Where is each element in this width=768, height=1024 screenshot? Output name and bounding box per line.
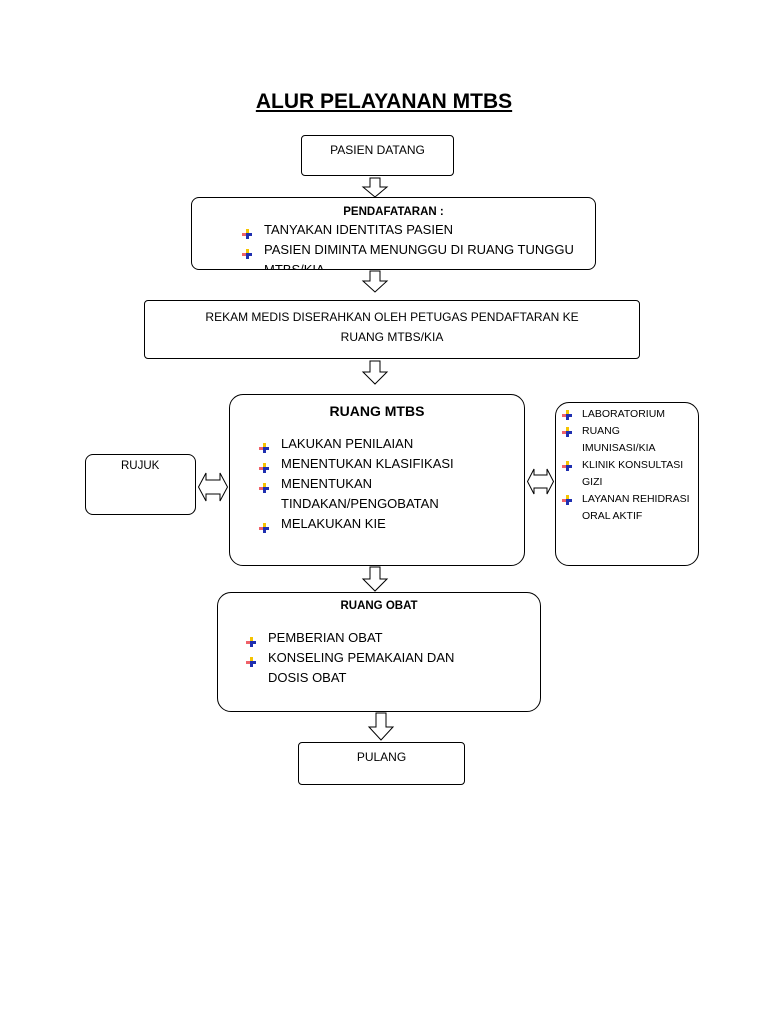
item-text: KLINIK KONSULTASI GIZI [582, 459, 684, 488]
bullet-icon [562, 494, 572, 505]
node-penunjang: LABORATORIUM RUANG IMUNISASI/KIA KLINIK … [555, 402, 699, 566]
bullet-icon [562, 409, 572, 420]
node-heading: RUANG MTBS [329, 403, 425, 419]
double-arrow-icon [526, 468, 555, 495]
item-text: MENENTUKAN KLASIFIKASI [281, 456, 454, 471]
node-label: PULANG [356, 750, 407, 764]
node-pasien-datang: PASIEN DATANG [301, 135, 454, 176]
node-ruang-mtbs: RUANG MTBS LAKUKAN PENILAIAN MENENTUKAN … [229, 394, 525, 566]
item-text: TANYAKAN IDENTITAS PASIEN [264, 222, 454, 237]
double-arrow-icon [197, 472, 229, 502]
list-item: MENENTUKAN KLASIFIKASI [257, 454, 457, 474]
item-text: PASIEN DIMINTA MENUNGGU DI RUANG TUNGGU … [264, 242, 574, 270]
item-text: KONSELING PEMAKAIAN DAN DOSIS OBAT [268, 650, 455, 685]
item-text: LAKUKAN PENILAIAN [281, 436, 414, 451]
arrow-down-icon [361, 270, 389, 293]
bullet-list: LAKUKAN PENILAIAN MENENTUKAN KLASIFIKASI… [257, 434, 457, 534]
node-pulang: PULANG [298, 742, 465, 785]
item-text: LABORATORIUM [582, 408, 666, 420]
node-label: REKAM MEDIS DISERAHKAN OLEH PETUGAS PEND… [205, 310, 579, 344]
bullet-list: TANYAKAN IDENTITAS PASIEN PASIEN DIMINTA… [240, 220, 580, 270]
item-text: MELAKUKAN KIE [281, 516, 386, 531]
bullet-icon [246, 633, 256, 647]
bullet-icon [259, 459, 269, 473]
list-item: MELAKUKAN KIE [257, 514, 457, 534]
list-item: KONSELING PEMAKAIAN DAN DOSIS OBAT [244, 648, 494, 688]
node-pendaftaran: PENDAFATARAN : TANYAKAN IDENTITAS PASIEN… [191, 197, 596, 270]
bullet-list: PEMBERIAN OBAT KONSELING PEMAKAIAN DAN D… [244, 628, 494, 688]
list-item: PEMBERIAN OBAT [244, 628, 494, 648]
item-text: MENENTUKAN TINDAKAN/PENGOBATAN [281, 476, 439, 511]
list-item: LABORATORIUM [560, 406, 698, 423]
bullet-icon [242, 245, 252, 259]
arrow-down-icon [361, 177, 389, 198]
node-heading: RUANG OBAT [340, 600, 418, 612]
bullet-icon [259, 479, 269, 493]
bullet-icon [242, 225, 252, 239]
bullet-icon [259, 439, 269, 453]
bullet-icon [562, 426, 572, 437]
node-heading: PENDAFATARAN : [343, 206, 444, 218]
page-title: ALUR PELAYANAN MTBS [255, 90, 513, 113]
node-label: PASIEN DATANG [330, 143, 425, 157]
bullet-icon [562, 460, 572, 471]
node-rujuk: RUJUK [85, 454, 196, 515]
list-item: MENENTUKAN TINDAKAN/PENGOBATAN [257, 474, 457, 514]
arrow-down-icon [361, 566, 389, 592]
list-item: PASIEN DIMINTA MENUNGGU DI RUANG TUNGGU … [240, 240, 580, 270]
arrow-down-icon [361, 360, 389, 385]
item-text: LAYANAN REHIDRASI ORAL AKTIF [582, 493, 690, 522]
item-text: PEMBERIAN OBAT [268, 630, 383, 645]
item-text: RUANG IMUNISASI/KIA [582, 425, 656, 454]
list-item: LAKUKAN PENILAIAN [257, 434, 457, 454]
node-label: RUJUK [121, 460, 160, 472]
node-rekam-medis: REKAM MEDIS DISERAHKAN OLEH PETUGAS PEND… [144, 300, 640, 359]
list-item: TANYAKAN IDENTITAS PASIEN [240, 220, 580, 240]
list-item: LAYANAN REHIDRASI ORAL AKTIF [560, 491, 698, 525]
bullet-icon [246, 653, 256, 667]
node-ruang-obat: RUANG OBAT PEMBERIAN OBAT KONSELING PEMA… [217, 592, 541, 712]
bullet-icon [259, 519, 269, 533]
bullet-list: LABORATORIUM RUANG IMUNISASI/KIA KLINIK … [560, 406, 698, 525]
list-item: KLINIK KONSULTASI GIZI [560, 457, 698, 491]
arrow-down-icon [367, 712, 395, 741]
list-item: RUANG IMUNISASI/KIA [560, 423, 662, 457]
